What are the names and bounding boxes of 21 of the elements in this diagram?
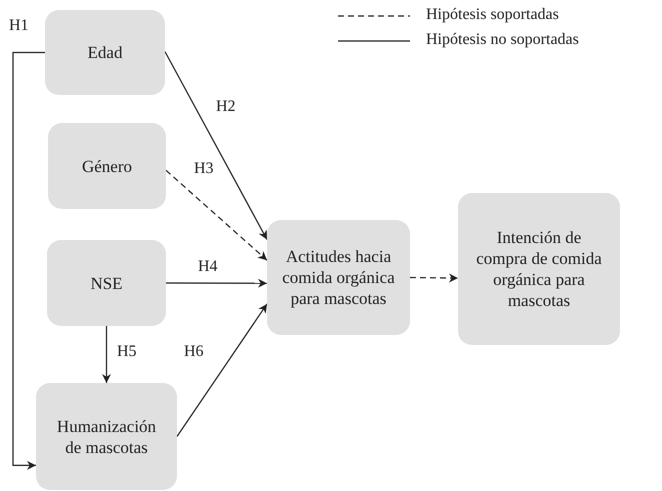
rounded-box <box>45 10 165 95</box>
node-label: Humanización de mascotas <box>56 416 158 458</box>
legend-label: Hipótesis no soportadas <box>426 31 579 49</box>
rounded-box <box>36 383 177 490</box>
node-label: Edad <box>88 42 122 63</box>
rounded-box <box>458 193 620 345</box>
arrow <box>12 52 45 470</box>
arrow <box>166 170 268 261</box>
node-label: Actitudes hacia comida orgánica para mascotas <box>281 246 396 309</box>
arrow <box>102 326 111 383</box>
node-label: Intención de compra de comida orgánica para mascotas <box>475 227 603 311</box>
rounded-box <box>267 220 410 335</box>
rounded-box <box>47 240 166 326</box>
rounded-box <box>48 123 166 209</box>
node-label: Género <box>82 156 132 176</box>
legend-label: Hipótesis soportadas <box>426 6 559 24</box>
arrow <box>176 304 268 437</box>
arrow <box>410 274 458 282</box>
arrow <box>164 51 268 240</box>
node-label: NSE <box>90 272 123 294</box>
arrow <box>166 278 267 288</box>
